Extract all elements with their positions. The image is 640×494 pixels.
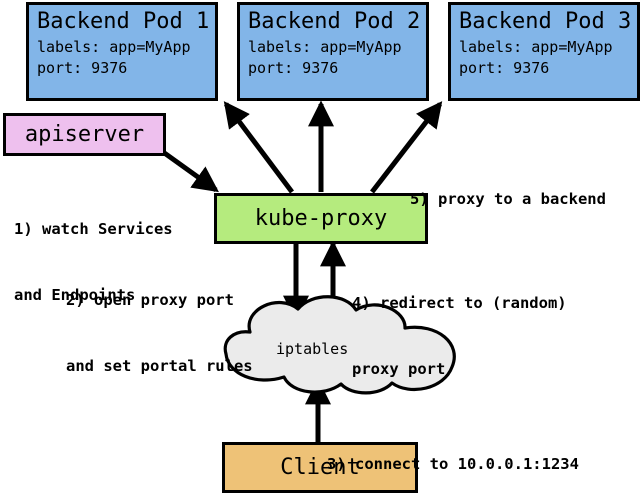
- step-3-line-1: 3) connect to 10.0.0.1:1234: [327, 455, 579, 473]
- apiserver-label: apiserver: [24, 122, 145, 147]
- step-3-label: 3) connect to 10.0.0.1:1234: [327, 409, 579, 494]
- step-4-line-2: proxy port: [352, 360, 446, 378]
- pod-1-title: Backend Pod 1: [37, 9, 210, 34]
- node-backend-pod-3[interactable]: Backend Pod 3 labels: app=MyApp port: 93…: [448, 2, 640, 101]
- node-client[interactable]: Client: [222, 442, 418, 493]
- node-backend-pod-1[interactable]: Backend Pod 1 labels: app=MyApp port: 93…: [26, 2, 218, 101]
- client-label: Client: [280, 455, 360, 480]
- pod-3-title: Backend Pod 3: [459, 9, 632, 34]
- step-2-label: 2) open proxy port and set portal rules: [66, 245, 253, 421]
- node-backend-pod-2[interactable]: Backend Pod 2 labels: app=MyApp port: 93…: [237, 2, 429, 101]
- node-apiserver[interactable]: apiserver: [3, 113, 166, 156]
- step-4-label: 4) redirect to (random) proxy port: [352, 248, 567, 424]
- step-1-label: 1) watch Services and Endpoints: [14, 174, 173, 350]
- iptables-label: iptables: [276, 340, 349, 358]
- step-2-line-1: 2) open proxy port: [66, 291, 234, 309]
- pod-3-labels: labels: app=MyApp: [459, 38, 613, 56]
- pod-2-port: port: 9376: [248, 59, 339, 77]
- pod-2-labels: labels: app=MyApp: [248, 38, 402, 56]
- step-2-line-2: and set portal rules: [66, 357, 253, 375]
- pod-2-title: Backend Pod 2: [248, 9, 421, 34]
- step-4-line-1: 4) redirect to (random): [352, 294, 567, 312]
- step-1-line-2: and Endpoints: [14, 286, 136, 304]
- pod-1-labels: labels: app=MyApp: [37, 38, 191, 56]
- step-1-line-1: 1) watch Services: [14, 220, 173, 238]
- step-5-line-1: 5) proxy to a backend: [410, 190, 606, 208]
- pod-1-port: port: 9376: [37, 59, 128, 77]
- edge-kubeproxy-to-pod1: [223, 101, 294, 194]
- kube-proxy-label: kube-proxy: [254, 206, 388, 231]
- step-5-label: 5) proxy to a backend: [410, 144, 606, 254]
- pod-3-port: port: 9376: [459, 59, 550, 77]
- node-kube-proxy[interactable]: kube-proxy: [214, 193, 428, 244]
